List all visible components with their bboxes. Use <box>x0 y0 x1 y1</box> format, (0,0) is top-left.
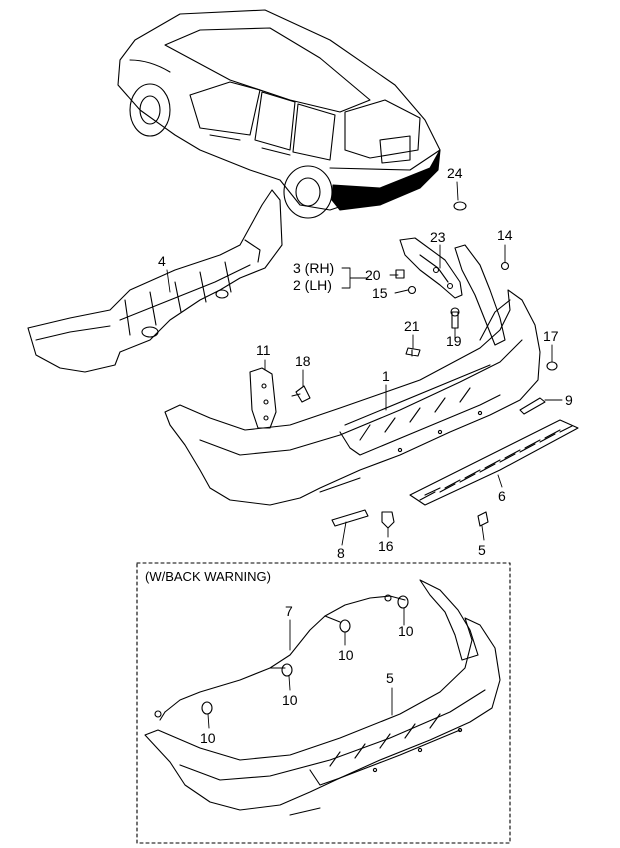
callout-10-d: 10 <box>200 730 216 746</box>
bolt-part-21 <box>405 347 421 357</box>
bracket-part-11 <box>249 367 277 429</box>
bumper-with-sensors-part-5 <box>144 579 501 816</box>
callout-7: 7 <box>285 603 293 619</box>
callout-4: 4 <box>158 253 166 269</box>
screw-part-19 <box>451 311 459 329</box>
cap-part-5 <box>477 511 489 527</box>
callout-3-rh: 3 (RH) <box>293 260 334 276</box>
reflector-part-8 <box>331 509 369 527</box>
callout-1: 1 <box>382 368 390 384</box>
callout-2-lh: 2 (LH) <box>293 277 332 293</box>
callout-11: 11 <box>256 342 271 358</box>
vehicle-bumper-highlight <box>331 149 441 211</box>
screw-part-15 <box>407 285 417 295</box>
clip-part-17 <box>546 361 558 371</box>
callout-8: 8 <box>337 545 345 561</box>
energy-absorber-part-4 <box>27 189 283 373</box>
lower-grille-part-6 <box>409 419 579 506</box>
wiring-harness-part-7 <box>154 594 406 721</box>
sensor-part-10 <box>201 595 409 715</box>
callout-16: 16 <box>378 538 394 554</box>
callout-17: 17 <box>543 328 559 344</box>
plug-part-24 <box>453 201 467 211</box>
callout-10-a: 10 <box>398 623 414 639</box>
callout-20: 20 <box>365 267 381 283</box>
callout-21: 21 <box>404 318 420 334</box>
leader-lines <box>166 181 563 729</box>
clip-part-16 <box>381 511 395 529</box>
callout-labels: 24 4 23 14 3 (RH) 2 (LH) 20 15 21 19 17 … <box>145 165 573 746</box>
callout-24: 24 <box>447 165 463 181</box>
callout-10-c: 10 <box>282 692 298 708</box>
inset-title: (W/BACK WARNING) <box>145 569 271 584</box>
callout-5-top: 5 <box>478 542 486 558</box>
side-bracket-part-3-2 <box>399 237 463 299</box>
reflector-part-9 <box>519 397 546 415</box>
callout-23: 23 <box>430 229 446 245</box>
callout-10-b: 10 <box>338 647 354 663</box>
callout-6: 6 <box>498 488 506 504</box>
callout-19: 19 <box>446 333 462 349</box>
callout-5-inset: 5 <box>386 670 394 686</box>
callout-9: 9 <box>565 392 573 408</box>
screw-part-18 <box>291 385 311 403</box>
side-bracket-right <box>454 244 506 346</box>
rear-bumper-part-1 <box>164 289 541 506</box>
callout-14: 14 <box>497 227 513 243</box>
clip-part-20 <box>395 269 405 279</box>
nut-part-14 <box>500 261 510 271</box>
callout-15: 15 <box>372 285 388 301</box>
back-warning-inset-box <box>136 562 511 844</box>
callout-18: 18 <box>295 353 311 369</box>
